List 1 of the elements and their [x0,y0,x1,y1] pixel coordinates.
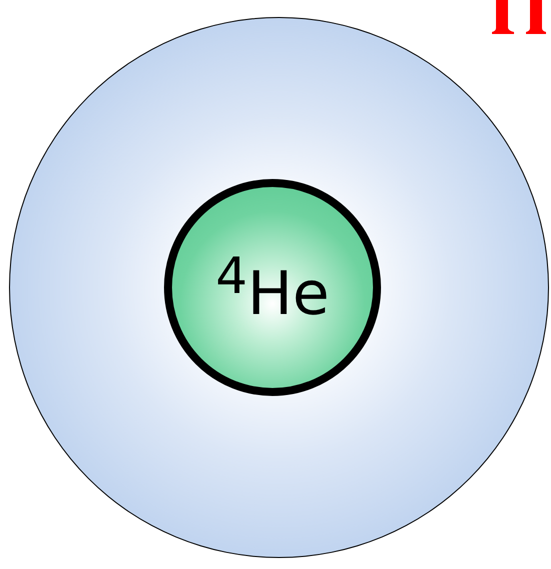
element-label: $^{4}$He [216,246,330,328]
